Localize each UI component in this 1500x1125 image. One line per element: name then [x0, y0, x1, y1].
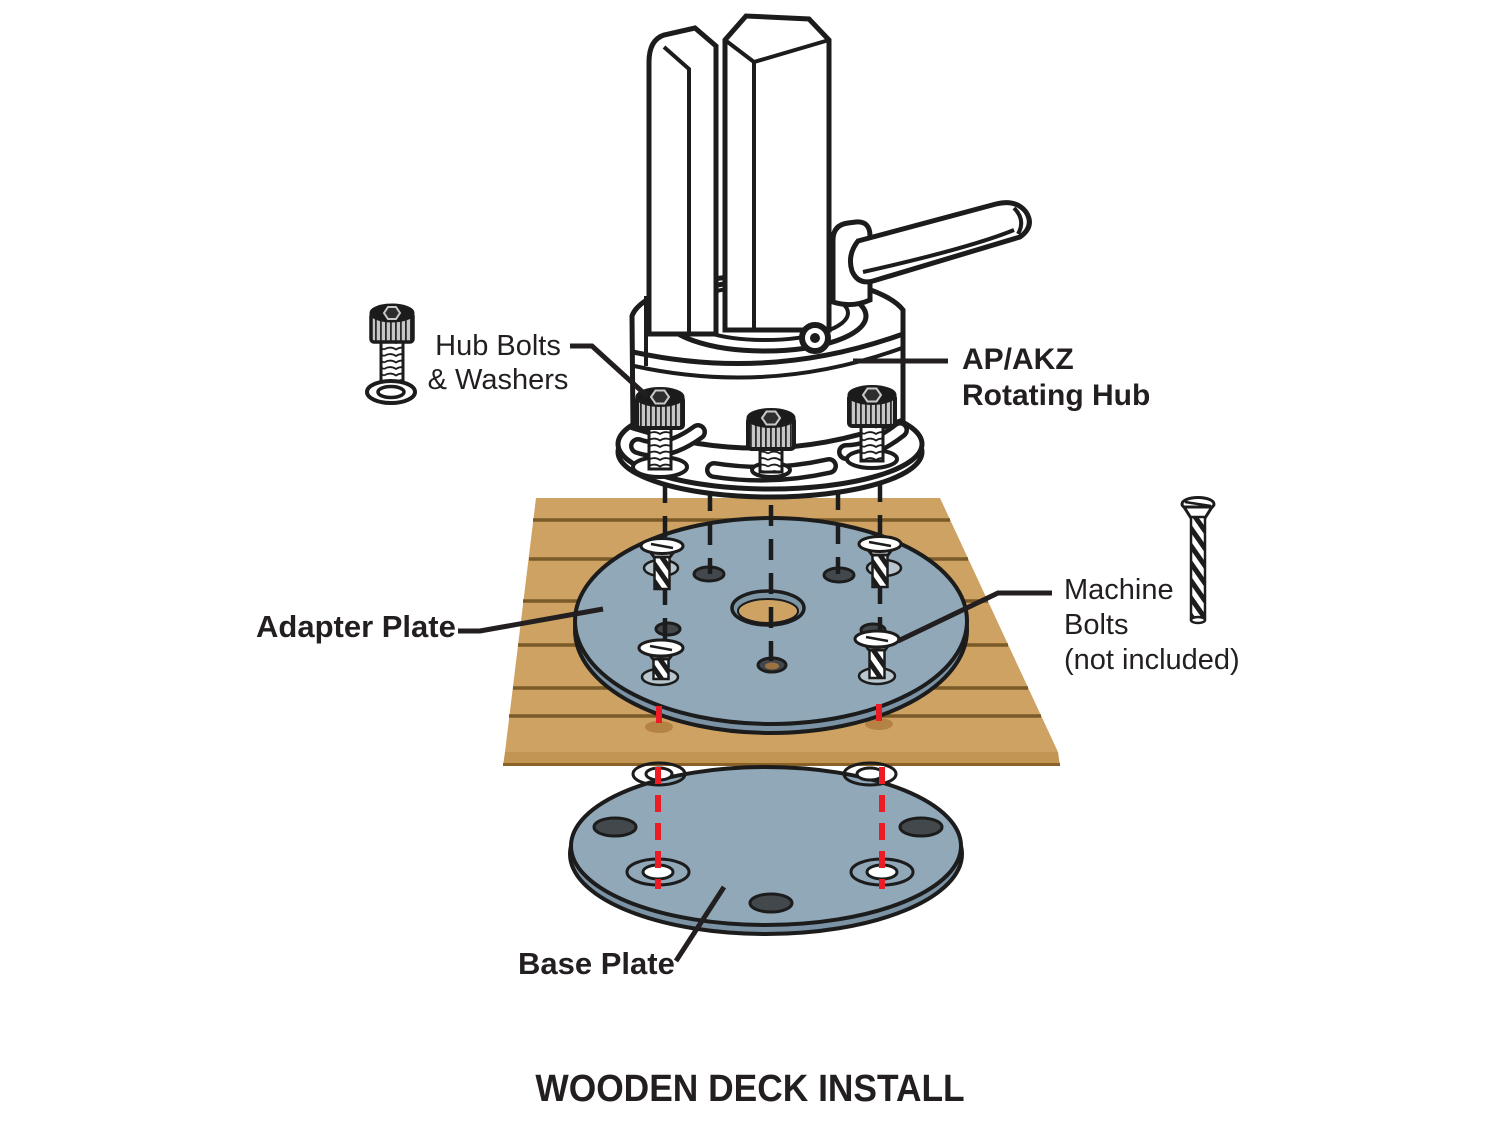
- washer-icon: [365, 379, 417, 405]
- hub-bolt: [746, 408, 796, 479]
- adapter-plate-center-hole: [730, 589, 806, 627]
- deck-drill-mark: [645, 721, 673, 733]
- machine-bolt: [853, 629, 901, 686]
- hub-bolt: [845, 385, 899, 470]
- machine-bolts-leader: [896, 590, 1052, 644]
- hub-bolt-icon: [369, 303, 415, 389]
- hub-bolts-leader: [570, 343, 649, 398]
- mount-post: [646, 13, 832, 337]
- deck-front-edge: [503, 752, 1060, 766]
- adapter-plate-leader: [458, 606, 604, 634]
- machine-bolts-label-line2: Bolts: [1064, 609, 1129, 641]
- lock-lever: [830, 200, 1032, 308]
- rotating-hub-label: AP/AKZ Rotating Hub: [962, 342, 1150, 414]
- machine-bolt: [639, 537, 685, 591]
- hub-bolt: [631, 387, 689, 479]
- machine-bolt: [857, 535, 903, 589]
- adapter-plate-label: Adapter Plate: [256, 609, 456, 644]
- hub-bolts-label-line2: & Washers: [427, 364, 569, 396]
- base-plate-label: Base Plate: [518, 946, 675, 981]
- hub-bolts-washers-label: Hub Bolts & Washers: [420, 329, 576, 397]
- machine-bolts-label-line3: (not included): [1064, 644, 1240, 676]
- leader-lines: [458, 343, 1052, 963]
- base-plate-leader: [673, 885, 727, 963]
- machine-bolts-label-line1: Machine: [1064, 574, 1174, 606]
- pivot-screw: [799, 322, 831, 354]
- rotating-hub-label-line2: Rotating Hub: [962, 379, 1151, 412]
- alignment-lines-red: [655, 704, 885, 889]
- deck-drill-mark: [865, 718, 893, 730]
- diagram-title: WOODEN DECK INSTALL: [535, 1068, 965, 1110]
- machine-bolts-label: Machine Bolts (not included): [1064, 573, 1240, 678]
- rotating-hub-label-line1: AP/AKZ: [962, 343, 1074, 376]
- rotating-hub-drawing: [615, 13, 1032, 500]
- hub-bolts-label-line1: Hub Bolts: [435, 330, 561, 362]
- base-plate-drawing: [568, 761, 964, 936]
- machine-bolt: [637, 638, 685, 687]
- machine-bolt-icon: [1180, 496, 1216, 625]
- base-plate-small-holes: [592, 816, 944, 914]
